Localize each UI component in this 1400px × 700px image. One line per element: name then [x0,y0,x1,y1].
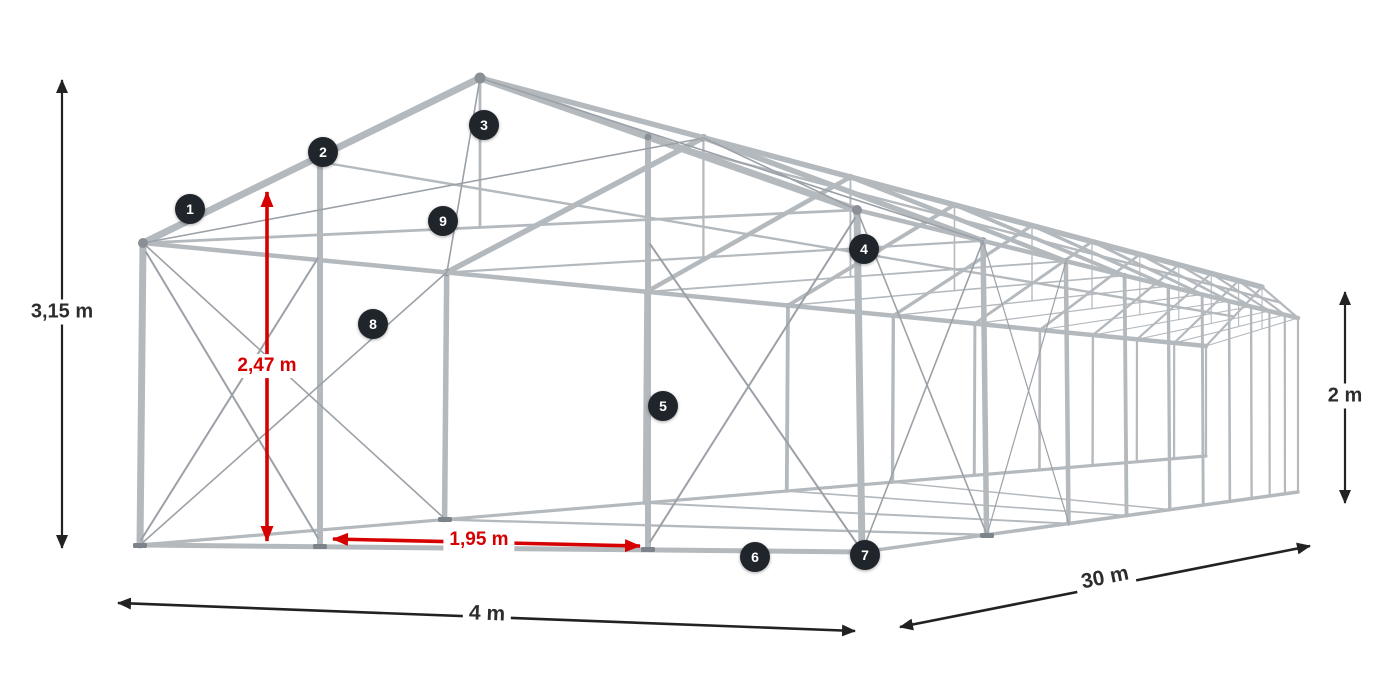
badge-6: 6 [740,542,770,572]
side-height-label: 2 m [1321,383,1369,409]
badge-1: 1 [175,194,205,224]
badge-9: 9 [428,206,458,236]
badge-7: 7 [850,540,880,570]
clearance-height-label: 2,47 m [231,354,303,378]
total-height-label: 3,15 m [24,299,100,325]
badge-2: 2 [308,137,338,167]
clearance-width-label: 1,95 m [443,528,515,552]
badge-4: 4 [849,234,879,264]
badge-8: 8 [358,309,388,339]
width-label: 4 m [462,600,512,628]
frame-structure [133,72,1301,556]
badge-5: 5 [648,391,678,421]
badge-3: 3 [469,110,499,140]
